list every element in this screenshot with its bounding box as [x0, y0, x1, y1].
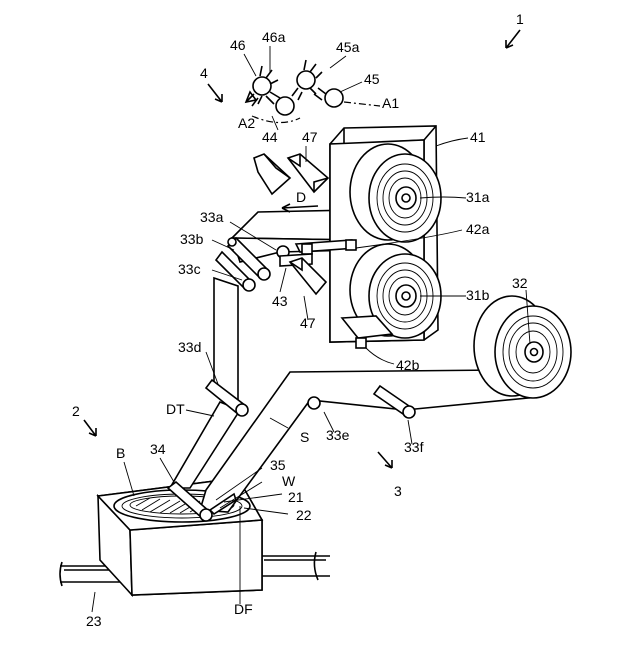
label-45: 45 [364, 71, 380, 87]
cutter-46 [246, 66, 294, 115]
label-34: 34 [150, 441, 166, 457]
arrow-4 [208, 84, 222, 102]
label-46a: 46a [262, 29, 286, 45]
label-43: 43 [272, 293, 288, 309]
label-22: 22 [296, 507, 312, 523]
label-takeup-32: 32 [512, 275, 528, 291]
label-33f: 33f [404, 439, 424, 455]
label-23: 23 [86, 613, 102, 629]
cutter-45 [292, 60, 343, 107]
block-47-bottom [290, 258, 326, 294]
label-47-top: 47 [302, 129, 318, 145]
axis-a2 [252, 116, 300, 123]
label-a2: A2 [238, 115, 255, 131]
label-35: 35 [270, 457, 286, 473]
label-42b: 42b [396, 357, 420, 373]
arrow-2 [84, 420, 96, 436]
label-42a: 42a [466, 221, 490, 237]
block-44 [254, 154, 290, 194]
label-df: DF [234, 601, 253, 617]
label-33c: 33c [178, 261, 201, 277]
label-45a: 45a [336, 39, 360, 55]
label-cutting-unit: 4 [200, 65, 208, 81]
label-41: 41 [470, 129, 486, 145]
label-b: B [116, 445, 125, 461]
label-d: D [296, 189, 306, 205]
label-apparatus: 1 [516, 11, 524, 27]
label-a1: A1 [382, 95, 399, 111]
label-33a: 33a [200, 209, 224, 225]
takeup-roll-32 [474, 296, 571, 398]
label-21: 21 [288, 489, 304, 505]
label-tape-unit: 3 [394, 483, 402, 499]
label-roll-31b: 31b [466, 287, 490, 303]
label-33e: 33e [326, 427, 350, 443]
guide-roller-33e [308, 397, 320, 409]
label-44: 44 [262, 129, 278, 145]
label-wafer-unit: 2 [72, 403, 80, 419]
label-47-bottom: 47 [300, 315, 316, 331]
block-47-top [288, 154, 328, 192]
axis-a1 [344, 102, 380, 106]
label-w: W [282, 473, 296, 489]
label-s: S [300, 429, 309, 445]
arrow-1 [506, 30, 520, 48]
label-roll-31a: 31a [466, 189, 490, 205]
arrow-3 [378, 452, 392, 468]
label-46: 46 [230, 37, 246, 53]
label-33d: 33d [178, 339, 201, 355]
sheet-s [200, 370, 528, 512]
label-dt: DT [166, 401, 185, 417]
label-33b: 33b [180, 231, 204, 247]
